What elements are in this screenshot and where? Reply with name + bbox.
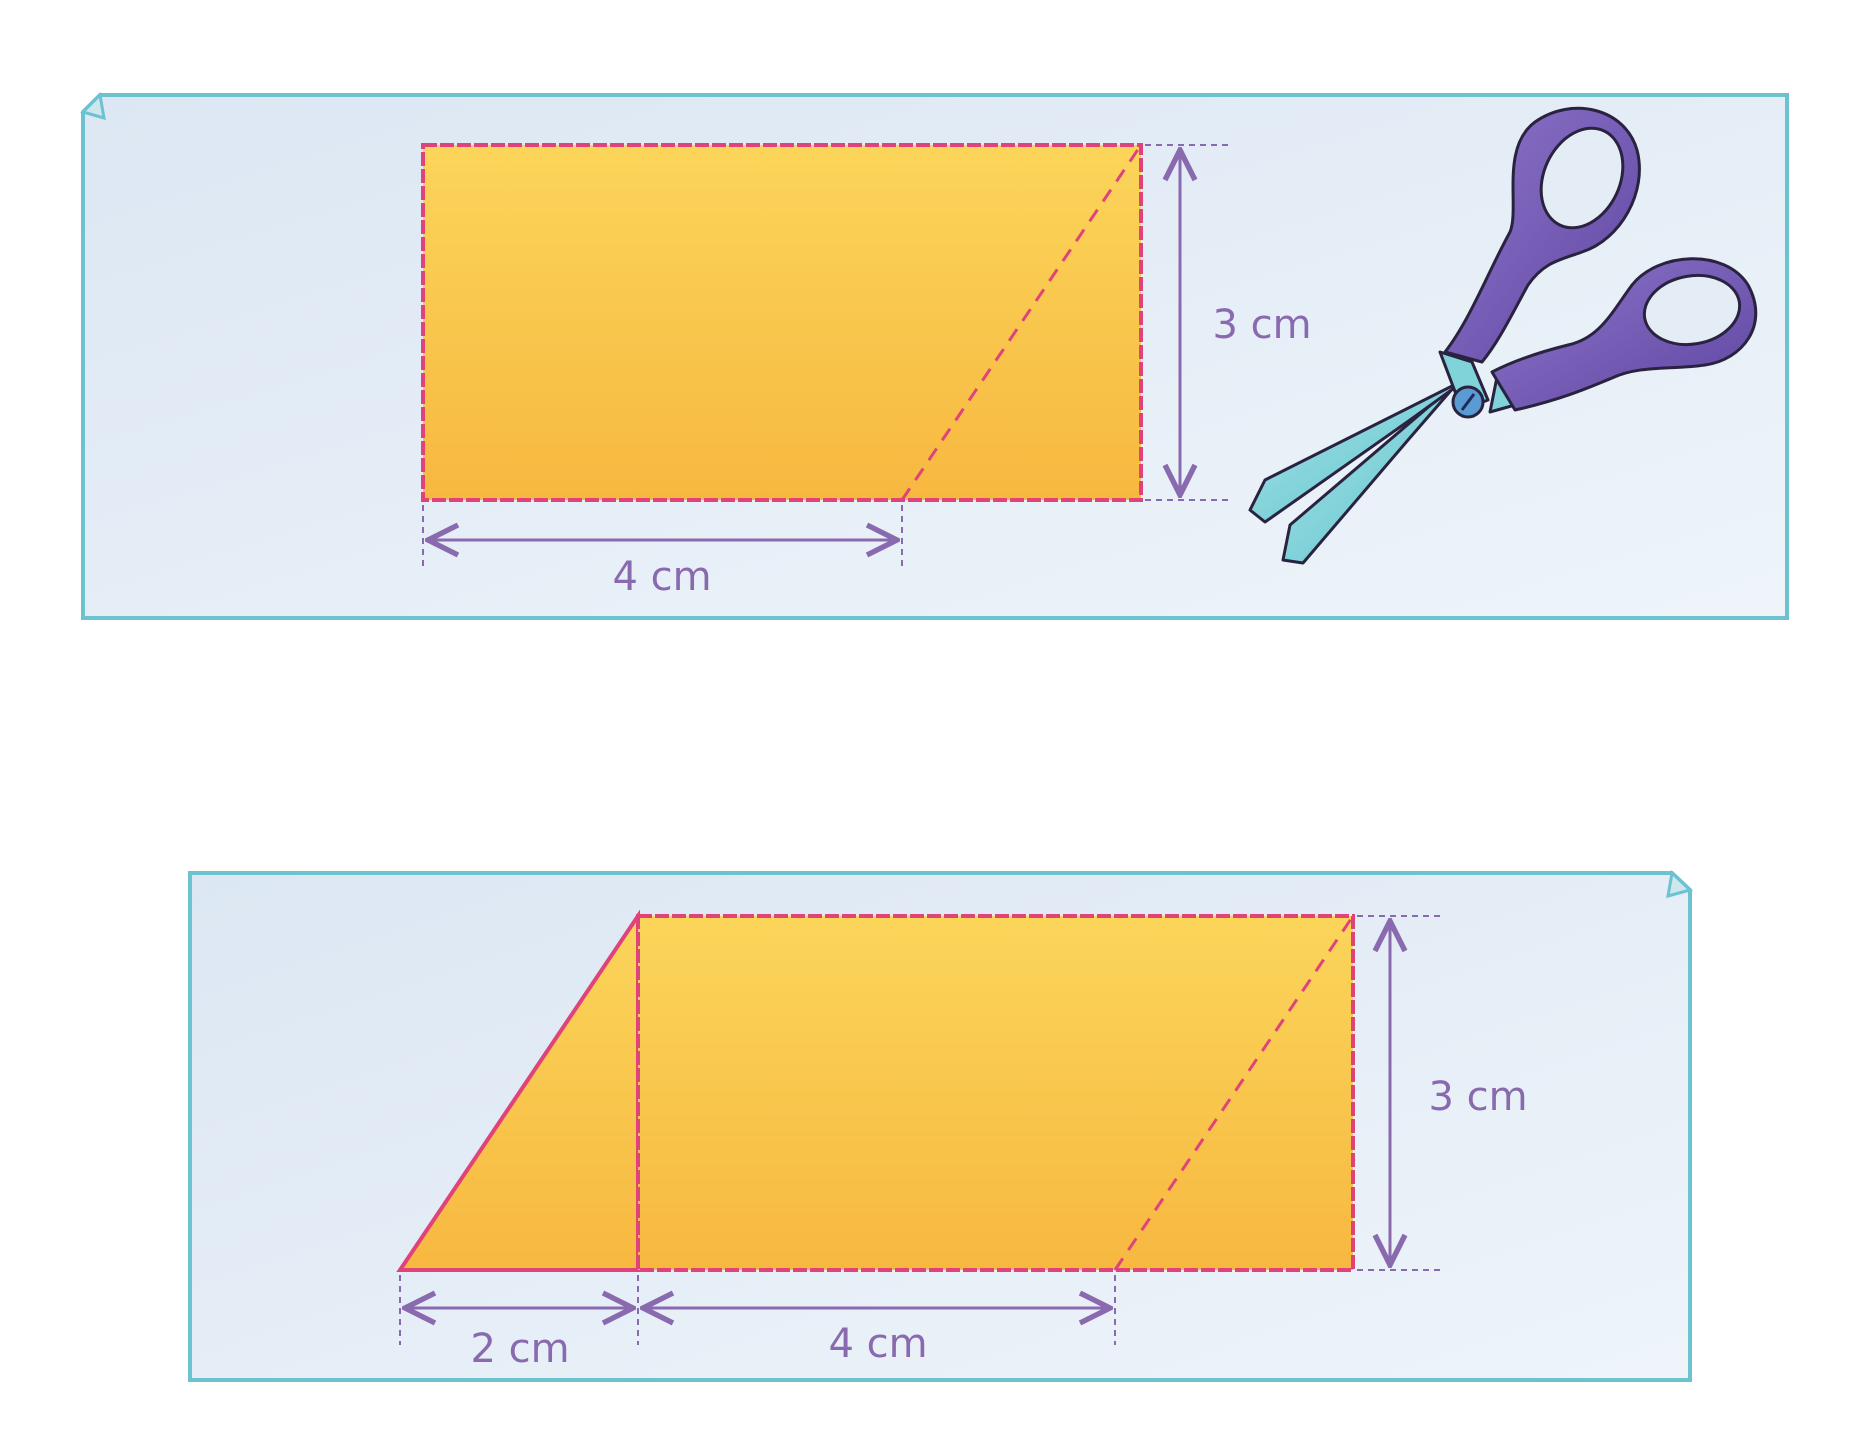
bottom-triangle-base-label: 2 cm xyxy=(470,1326,569,1372)
top-rectangle xyxy=(421,143,1143,502)
bottom-width-label: 4 cm xyxy=(828,1321,927,1367)
scissors-icon xyxy=(1248,106,1758,565)
top-paper-curl xyxy=(80,91,106,121)
bottom-panel: 2 cm 4 cm 3 cm xyxy=(188,869,1693,1382)
bottom-paper-curl xyxy=(1666,869,1693,899)
top-panel: 4 cm 3 cm xyxy=(80,91,1789,620)
top-width-label: 4 cm xyxy=(612,554,711,600)
bottom-height-label: 3 cm xyxy=(1428,1074,1527,1120)
top-height-label: 3 cm xyxy=(1212,302,1311,348)
bottom-rectangle xyxy=(636,914,1355,1272)
